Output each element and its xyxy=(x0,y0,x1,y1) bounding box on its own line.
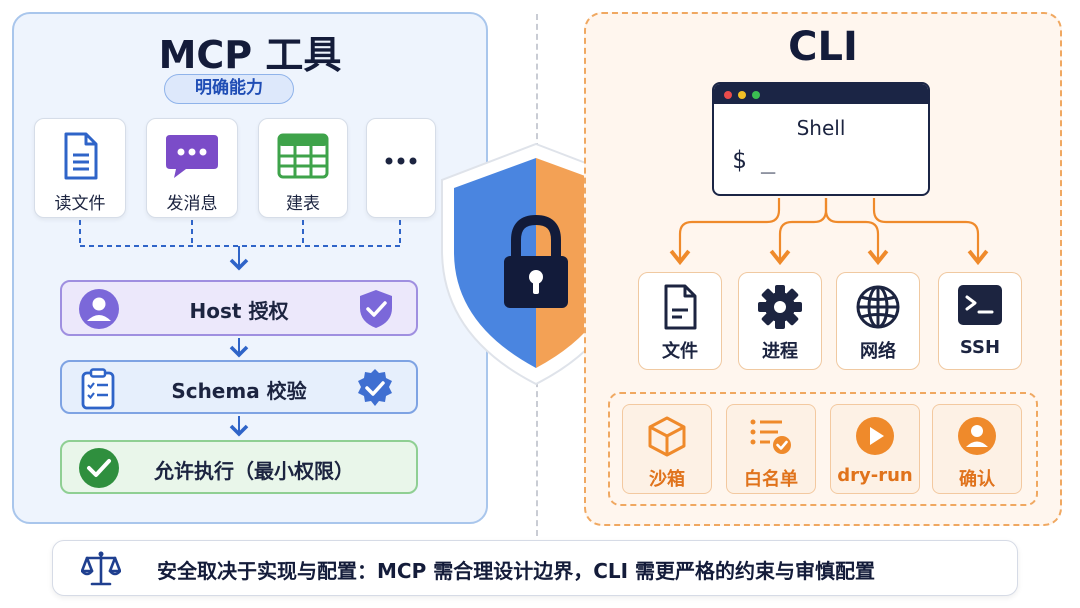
shell-titlebar xyxy=(714,84,928,104)
box-icon xyxy=(623,415,711,457)
resource-label: 网络 xyxy=(860,341,896,362)
footer-text: 安全取决于实现与配置：MCP 需合理设计边界，CLI 需更严格的约束与审慎配置 xyxy=(157,559,876,583)
scales-icon xyxy=(80,550,122,592)
guard-card-sandbox[interactable]: 沙箱 xyxy=(622,404,712,494)
cli-title: CLI xyxy=(788,24,858,70)
user-icon xyxy=(78,288,120,334)
gear-icon xyxy=(739,283,821,331)
safeguards-group xyxy=(608,392,1038,506)
mcp-title: MCP 工具 xyxy=(158,33,342,77)
guard-card-dry-run[interactable]: dry-run xyxy=(830,404,920,494)
shell-window[interactable]: Shell $ _ xyxy=(712,82,930,196)
guard-label: 白名单 xyxy=(744,469,798,490)
guard-card-whitelist[interactable]: 白名单 xyxy=(726,404,816,494)
tool-label: 发消息 xyxy=(166,194,218,214)
close-dot-icon xyxy=(724,91,732,99)
checklist-icon xyxy=(80,368,116,414)
host-step-label: Host 授权 xyxy=(189,299,289,323)
guard-label: 确认 xyxy=(959,469,995,490)
shield-check-icon xyxy=(358,288,394,334)
schema-validate-step: Schema 校验 xyxy=(60,360,418,414)
allow-execute-step: 允许执行（最小权限） xyxy=(60,440,418,494)
minimize-dot-icon xyxy=(738,91,746,99)
person-confirm-icon xyxy=(933,415,1021,457)
more-icon xyxy=(367,155,435,167)
tool-label: 读文件 xyxy=(54,194,106,214)
chat-bubble-icon xyxy=(147,131,237,181)
host-authorize-step: Host 授权 xyxy=(60,280,418,336)
cli-flow-lines xyxy=(669,198,989,266)
resource-label: SSH xyxy=(959,337,1001,358)
resource-card-process[interactable]: 进程 xyxy=(738,272,822,370)
document-icon xyxy=(35,131,125,181)
guard-label: 沙箱 xyxy=(649,469,685,490)
globe-icon xyxy=(837,283,919,331)
resource-card-ssh[interactable]: SSH xyxy=(938,272,1022,370)
spreadsheet-icon xyxy=(259,131,347,181)
mcp-flow-lines xyxy=(79,220,401,437)
mcp-badge: 明确能力 xyxy=(164,74,294,104)
guard-card-confirm[interactable]: 确认 xyxy=(932,404,1022,494)
verified-badge-icon xyxy=(354,367,396,413)
maximize-dot-icon xyxy=(752,91,760,99)
tool-label: 建表 xyxy=(286,194,320,214)
shell-prompt: $ _ xyxy=(732,146,776,174)
file-icon xyxy=(639,283,721,331)
resource-card-file[interactable]: 文件 xyxy=(638,272,722,370)
resource-label: 进程 xyxy=(762,341,798,362)
tool-card-create-table[interactable]: 建表 xyxy=(258,118,348,218)
tool-card-read-file[interactable]: 读文件 xyxy=(34,118,126,218)
shell-label: Shell xyxy=(796,116,846,140)
play-icon xyxy=(831,415,919,457)
tool-card-send-message[interactable]: 发消息 xyxy=(146,118,238,218)
whitelist-icon xyxy=(727,415,815,457)
check-circle-icon xyxy=(78,447,120,493)
guard-label: dry-run xyxy=(837,465,913,486)
schema-step-label: Schema 校验 xyxy=(171,379,307,403)
allow-step-label: 允许执行（最小权限） xyxy=(154,459,354,483)
footer-note: 安全取决于实现与配置：MCP 需合理设计边界，CLI 需更严格的约束与审慎配置 xyxy=(52,540,1018,596)
terminal-icon xyxy=(939,283,1021,327)
tool-card-more[interactable] xyxy=(366,118,436,218)
resource-label: 文件 xyxy=(662,341,698,362)
resource-card-network[interactable]: 网络 xyxy=(836,272,920,370)
shield-lock-icon xyxy=(436,140,636,392)
